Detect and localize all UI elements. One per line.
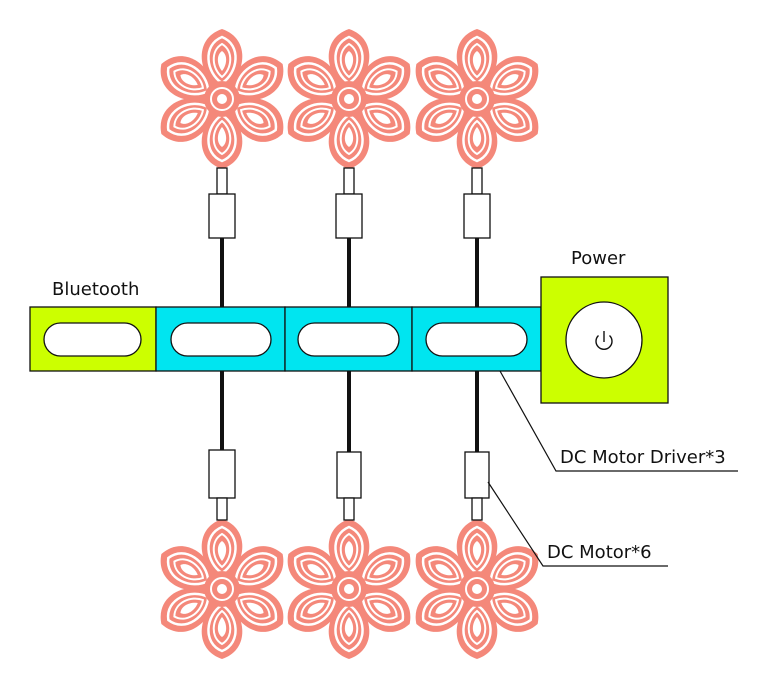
driver-leader-line [499,370,738,472]
motor-driver-3 [411,306,542,372]
driver-label: DC Motor Driver*3 [560,447,726,468]
fan-icon-bottom-2 [278,519,420,659]
motor-top-1 [208,167,236,307]
power-module [540,276,669,404]
motor-label: DC Motor*6 [547,542,652,563]
fan-icon-bottom-1 [151,519,293,659]
motor-bottom-2 [336,371,362,521]
bluetooth-label: Bluetooth [52,279,139,300]
motor-driver-1 [155,306,286,372]
motor-top-2 [335,167,363,307]
motor-leader-line [487,481,668,567]
motor-driver-2 [284,306,413,372]
power-label: Power [571,248,626,269]
bluetooth-module [29,306,157,372]
fan-icon-top-3 [406,29,548,169]
motor-bottom-3 [464,371,490,521]
power-icon [595,331,613,350]
fan-icon-top-1 [151,29,293,169]
motor-top-3 [463,167,491,307]
motor-bottom-1 [208,371,236,521]
fan-icon-top-2 [278,29,420,169]
